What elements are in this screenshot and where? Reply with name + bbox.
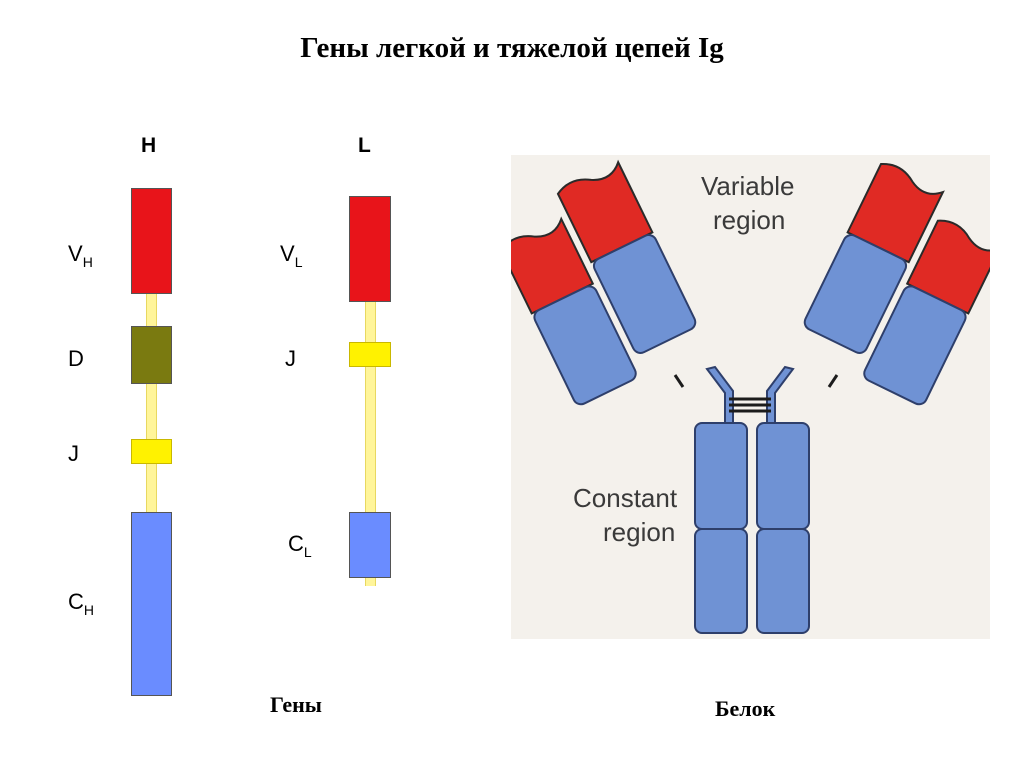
stem-left-lower-domain [694, 528, 748, 634]
genes-caption: Гены [270, 692, 322, 717]
left-arm [511, 159, 697, 406]
constant-stem [694, 422, 810, 634]
left-light-variable-domain [511, 216, 595, 315]
heavy-c-label: CH [68, 589, 95, 618]
light-c-segment [349, 512, 391, 578]
antibody-svg: Variable region Constant region [511, 159, 990, 634]
protein-caption: Белок [715, 696, 776, 721]
right-light-variable-domain [905, 219, 990, 315]
light-chain-strand [365, 298, 376, 586]
heavy-v-segment [131, 188, 172, 294]
left-heavy-variable-domain [556, 159, 654, 264]
stem-right-upper-domain [756, 422, 810, 530]
heavy-chain-header: H [141, 134, 157, 157]
left-light-constant-domain [533, 285, 637, 406]
heavy-v-label: VH [68, 241, 93, 270]
heavy-d-segment [131, 326, 172, 384]
disulfide-bridges [673, 374, 839, 413]
page-title: Гены легкой и тяжелой цепей Ig [300, 32, 724, 64]
stem-left-upper-domain [694, 422, 748, 530]
variable-region-label-line1: Variable [701, 171, 794, 201]
heavy-chain-strand [146, 290, 157, 518]
hinge-linkers [705, 365, 795, 426]
light-j-segment [349, 342, 391, 367]
heavy-c-segment [131, 512, 172, 696]
heavy-j-segment [131, 439, 172, 464]
constant-region-label-line2: region [603, 517, 675, 547]
heavy-d-label: D [68, 346, 84, 371]
right-heavy-constant-domain [803, 234, 908, 354]
antibody-illustration: Variable region Constant region [511, 155, 990, 639]
right-arm [803, 163, 990, 406]
constant-region-label-line1: Constant [573, 483, 678, 513]
left-heavy-constant-domain [592, 234, 697, 354]
light-v-segment [349, 196, 391, 302]
light-v-label: VL [280, 241, 303, 270]
light-j-label: J [285, 346, 296, 371]
light-chain-header: L [358, 134, 371, 157]
right-heavy-variable-domain [846, 163, 945, 264]
light-c-label: CL [288, 531, 312, 560]
heavy-j-label: J [68, 441, 79, 466]
right-light-constant-domain [863, 285, 967, 406]
variable-region-label-line2: region [713, 205, 785, 235]
stem-right-lower-domain [756, 528, 810, 634]
